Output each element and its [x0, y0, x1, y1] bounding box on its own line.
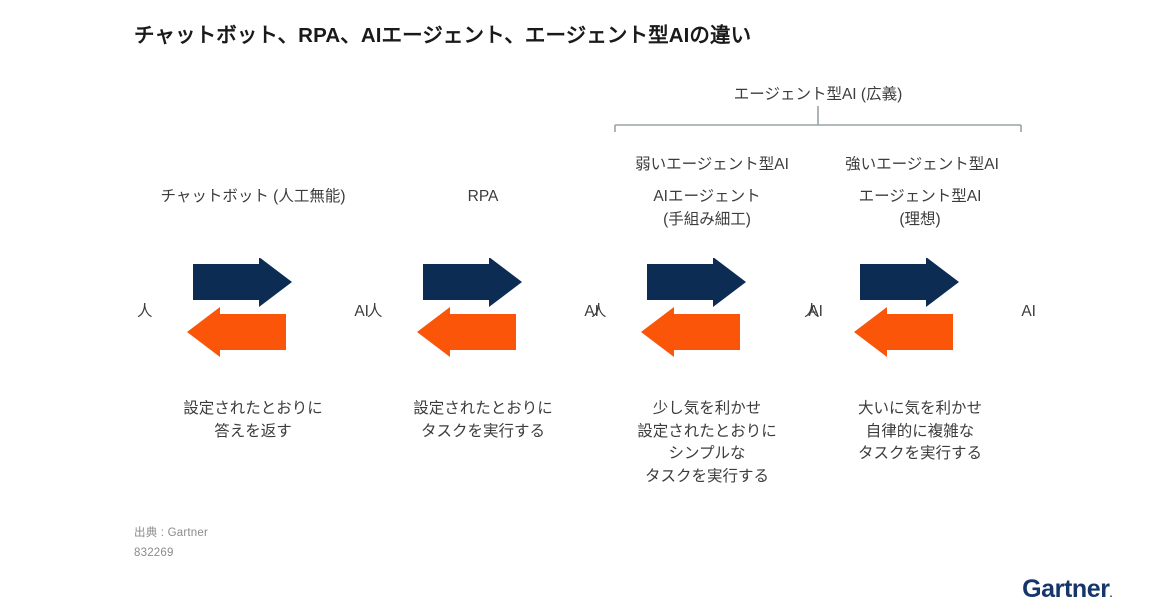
column-header-ai-agent: AIエージェント (手組み細工): [587, 185, 827, 231]
arrow-diagram-rpa: 人 AI: [363, 258, 603, 368]
column-header-chatbot: チャットボット (人工無能): [133, 185, 373, 208]
registered-mark-icon: .: [1109, 589, 1113, 600]
arrow-diagram-chatbot: 人 AI: [133, 258, 373, 368]
bracket-label-strong: 強いエージェント型AI: [845, 156, 999, 173]
bracket-connector-icon: [614, 106, 1022, 132]
column-header-rpa: RPA: [363, 185, 603, 208]
column-caption-ai-agent: 少し気を利かせ 設定されたとおりに シンプルな タスクを実行する: [637, 400, 777, 485]
axis-label-ai: AI: [808, 303, 823, 320]
column-header-line-1: AIエージェント: [653, 188, 761, 205]
column-caption-chatbot: 設定されたとおりに 答えを返す: [183, 400, 323, 440]
source-id: 832269: [134, 547, 174, 559]
page-title: チャットボット、RPA、AIエージェント、エージェント型AIの違い: [134, 24, 752, 47]
arrow-diagram-agentic-ai: 人 AI: [800, 258, 1040, 368]
column-header-line-2: (手組み細工): [663, 211, 751, 228]
arrow-diagram-ai-agent: 人 AI: [587, 258, 827, 368]
column-header-line-1: エージェント型AI: [858, 188, 982, 205]
column-caption-agentic-ai: 大いに気を利かせ 自律的に複雑な タスクを実行する: [857, 400, 982, 462]
bidirectional-arrows-icon: [187, 258, 292, 357]
column-header-line-1: RPA: [467, 188, 499, 205]
bidirectional-arrows-icon: [417, 258, 522, 357]
column-header-agentic-ai: エージェント型AI (理想): [800, 185, 1040, 231]
bracket-label-weak: 弱いエージェント型AI: [635, 156, 789, 173]
gartner-logo: Gartner.: [1022, 575, 1112, 609]
gartner-logo-text: Gartner: [1022, 575, 1110, 603]
column-header-line-1: チャットボット (人工無能): [160, 188, 346, 205]
axis-label-ai: AI: [1021, 303, 1036, 320]
bidirectional-arrows-icon: [854, 258, 959, 357]
bracket-title: エージェント型AI (広義): [733, 86, 903, 103]
axis-label-ai: AI: [354, 303, 369, 320]
axis-label-human: 人: [137, 303, 153, 320]
bidirectional-arrows-icon: [641, 258, 746, 357]
column-header-line-2: (理想): [899, 211, 941, 228]
axis-label-ai: AI: [584, 303, 599, 320]
axis-label-human: 人: [367, 303, 383, 320]
axis-label-human: 人: [591, 303, 607, 320]
column-caption-rpa: 設定されたとおりに タスクを実行する: [413, 400, 553, 440]
axis-label-human: 人: [804, 303, 820, 320]
source-attribution: 出典 : Gartner: [134, 527, 208, 539]
